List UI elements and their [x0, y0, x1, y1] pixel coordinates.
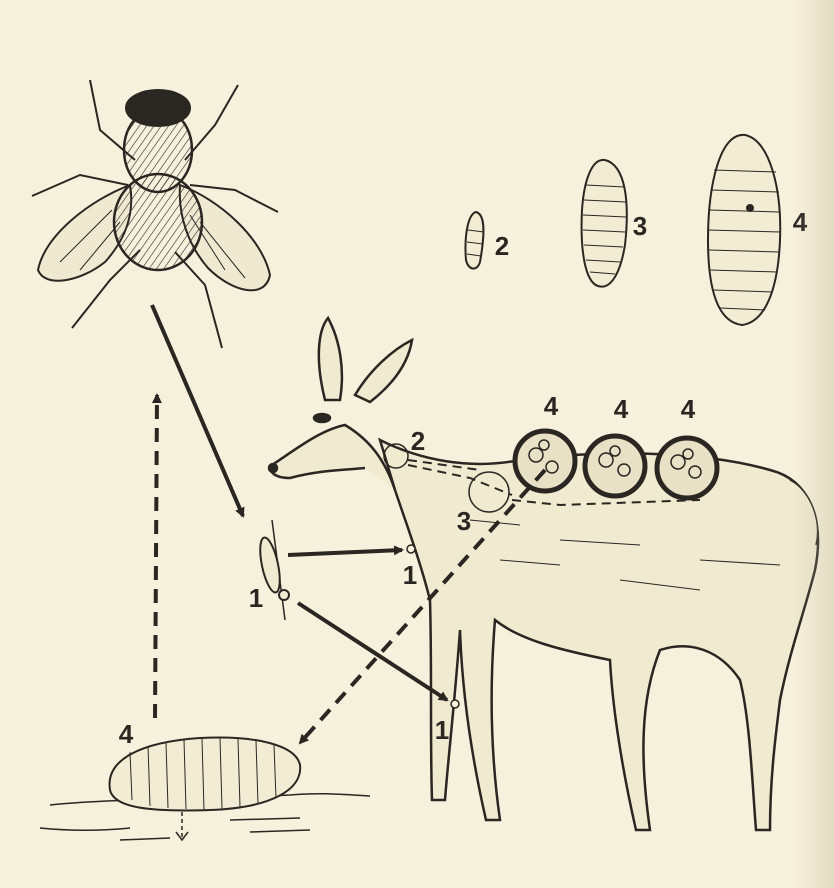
label-deer-4-first: 4	[544, 393, 558, 419]
down-arrow-small	[176, 812, 188, 840]
arrow-pupa-to-fly	[155, 395, 157, 718]
label-deer-3: 3	[457, 508, 471, 534]
label-larva-4: 4	[793, 209, 807, 235]
label-deer-4-third: 4	[681, 396, 695, 422]
larva-stage-4	[708, 135, 780, 325]
arrow-egg-to-upper-leg	[288, 550, 402, 555]
warble-circle-c	[657, 438, 717, 498]
larva-stage-2	[465, 212, 484, 269]
label-larva-2: 2	[495, 233, 509, 259]
label-larva-3: 3	[633, 213, 647, 239]
label-egg-1-lower: 1	[435, 717, 449, 743]
egg-marker-lower	[451, 700, 459, 708]
arrow-egg-to-lower-leg	[298, 603, 447, 700]
label-deer-2: 2	[411, 428, 425, 454]
larva-stage-3	[582, 160, 627, 287]
pupa-in-soil	[110, 737, 301, 810]
egg-marker-upper	[407, 545, 415, 553]
warble-circle-b	[585, 436, 645, 496]
warble-circles	[515, 431, 717, 498]
label-egg-1-upper: 1	[403, 562, 417, 588]
arrow-fly-to-egg	[152, 305, 243, 516]
label-egg-1: 1	[249, 585, 263, 611]
label-deer-4-second: 4	[614, 396, 628, 422]
label-ground-4: 4	[119, 721, 133, 747]
